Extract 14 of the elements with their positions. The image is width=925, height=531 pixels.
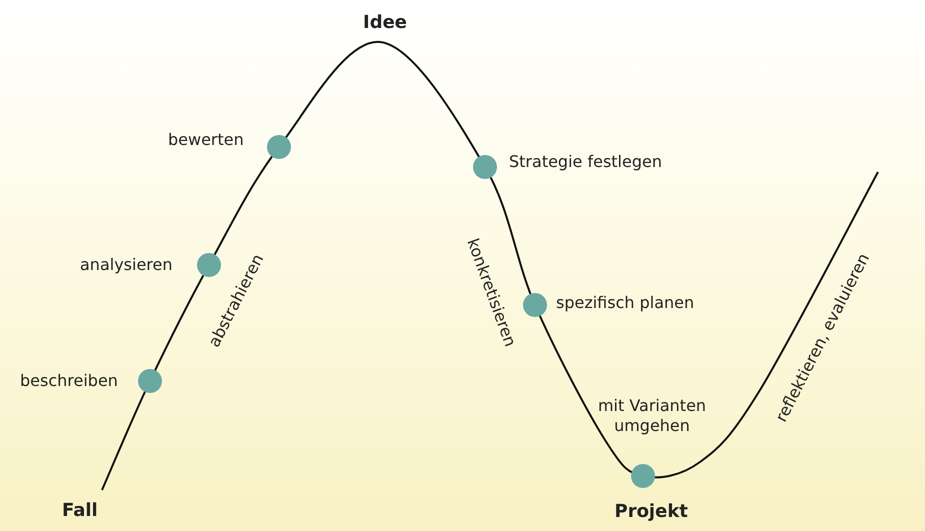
step-dot bbox=[631, 464, 655, 488]
step-label: spezifisch planen bbox=[556, 293, 694, 313]
step-dot bbox=[138, 369, 162, 393]
step-label: bewerten bbox=[168, 130, 244, 150]
step-dot bbox=[523, 293, 547, 317]
trough-label: Projekt bbox=[614, 500, 688, 522]
step-label: Strategie festlegen bbox=[509, 152, 662, 172]
peak-label: Idee bbox=[363, 12, 407, 32]
step-dot bbox=[473, 155, 497, 179]
step-label: analysieren bbox=[80, 255, 172, 275]
step-label: beschreiben bbox=[20, 371, 118, 391]
start-label: Fall bbox=[62, 500, 98, 520]
step-dot bbox=[267, 135, 291, 159]
step-label: mit Varianten umgehen bbox=[596, 396, 708, 436]
